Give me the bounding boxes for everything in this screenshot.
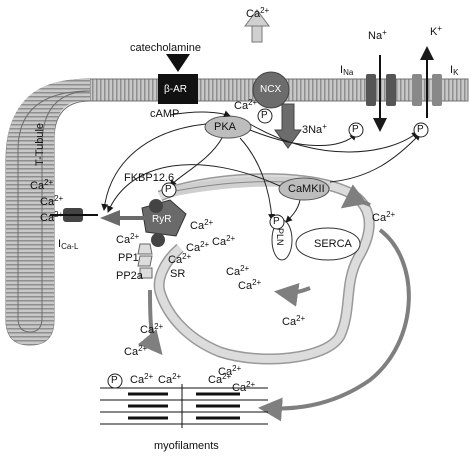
p-label-ryr: P xyxy=(165,184,172,195)
serca-pump xyxy=(295,227,361,261)
three-na-label: 3Na+ xyxy=(302,122,327,137)
p-label-ncx: P xyxy=(261,110,268,121)
pka-label: PKA xyxy=(214,121,237,133)
p-label-myo: P xyxy=(111,375,118,386)
serca-label: SERCA xyxy=(314,238,352,250)
phosphatase-stack xyxy=(137,243,153,279)
fkbp-label: FKBP12.6 xyxy=(124,172,175,184)
t-tubule-label: T-Tubule xyxy=(34,122,46,166)
ik-label: IK xyxy=(450,64,459,77)
beta-ar-receptor xyxy=(158,54,198,104)
ca-flow-arrows xyxy=(137,184,411,422)
regulatory-arrows xyxy=(101,110,421,223)
ca-label-cyto3: Ca2+ xyxy=(218,364,242,379)
ca-label-cyto1: Ca2+ xyxy=(140,322,164,337)
catecholamine-ligand xyxy=(166,54,190,72)
camkii-kinase xyxy=(278,177,330,201)
ca-label-serca: Ca2+ xyxy=(372,210,396,225)
ryr-label: RyR xyxy=(152,214,172,225)
ca-label-sr6: Ca2+ xyxy=(238,278,262,293)
camkii-label: CaMKII xyxy=(288,183,325,195)
sr-label: SR xyxy=(170,268,186,280)
ical-label: ICa-L xyxy=(58,238,79,251)
ca-label-ryr: Ca2+ xyxy=(116,232,140,247)
ca-label-tt2: Ca2+ xyxy=(40,194,64,209)
ca-label-tt3: Ca2+ xyxy=(40,210,64,225)
l-type-ca-channel xyxy=(50,208,98,222)
beta-ar-label: β-AR xyxy=(164,84,187,95)
ca-label-sr4: Ca2+ xyxy=(168,252,192,267)
ca-label-top: Ca2+ xyxy=(246,6,270,21)
ca-label-sr1: Ca2+ xyxy=(190,218,214,233)
ca-label-tt1: Ca2+ xyxy=(30,178,54,193)
ca-label-myo3: Ca2+ xyxy=(208,372,232,387)
myofilament-lines xyxy=(100,384,268,428)
ca-label-myo4: Ca2+ xyxy=(232,380,256,395)
p-label-pln: P xyxy=(273,216,280,227)
p-label-na: P xyxy=(352,124,359,135)
t-tubule-lumen xyxy=(17,90,91,333)
ca-label-sr5: Ca2+ xyxy=(226,264,250,279)
ryr-channel xyxy=(100,199,187,247)
ca-label-pka: Ca2+ xyxy=(234,98,258,113)
ca-label-cyto2: Ca2+ xyxy=(124,344,148,359)
ina-label: INa xyxy=(340,64,354,77)
phosphorylation-sites xyxy=(107,108,429,389)
na-channel xyxy=(366,55,396,132)
ca-label-sr7: Ca2+ xyxy=(282,314,306,329)
ca-label-myo1: Ca2+ xyxy=(130,372,154,387)
ncx-exchanger xyxy=(244,9,302,149)
camp-label: cAMP xyxy=(150,108,180,120)
na-label: Na+ xyxy=(368,28,387,43)
ca-label-sr2: Ca2+ xyxy=(212,234,236,249)
ca-label-sr3: Ca2+ xyxy=(186,240,210,255)
pp2a-label: PP2a xyxy=(116,270,143,282)
pln-label: PLN xyxy=(275,228,285,246)
catecholamine-label: catecholamine xyxy=(130,42,201,54)
ca-label-myo2: Ca2+ xyxy=(158,372,182,387)
p-label-k: P xyxy=(417,124,424,135)
ncx-label: NCX xyxy=(260,84,282,95)
pp1-label: PP1 xyxy=(118,252,139,264)
k-channel xyxy=(412,46,442,118)
k-label: K+ xyxy=(430,24,443,39)
myofilaments-label: myofilaments xyxy=(154,440,219,452)
